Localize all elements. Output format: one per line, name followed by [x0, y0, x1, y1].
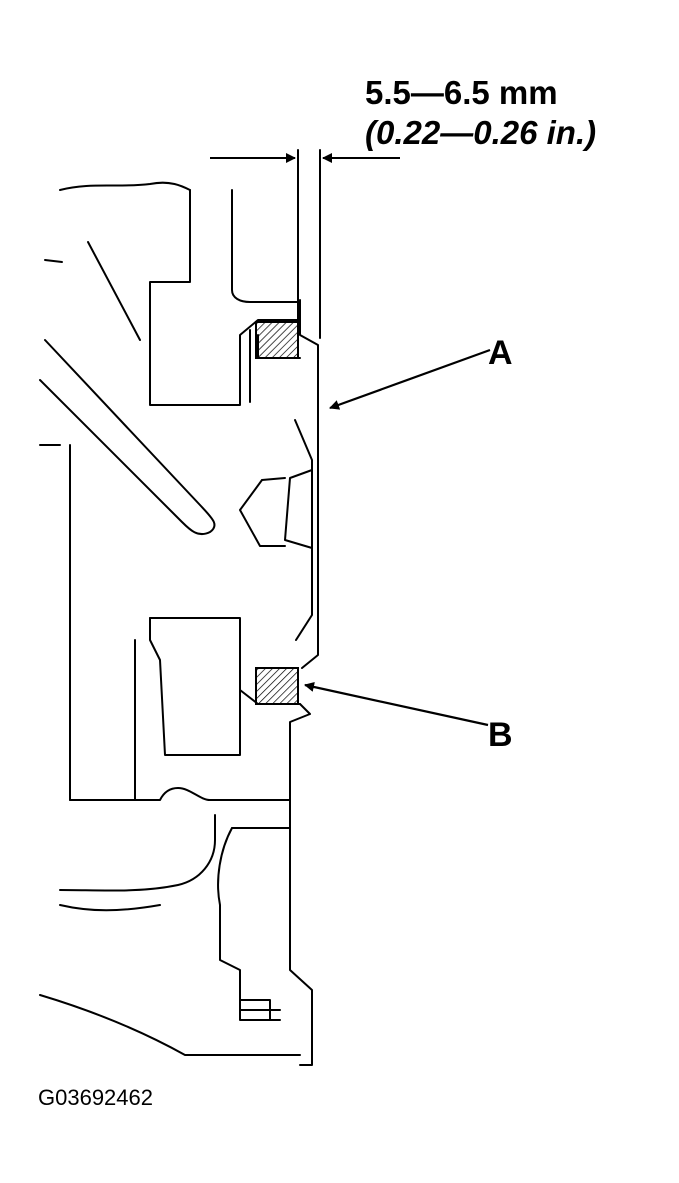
dimension-imperial-label: (0.22—0.26 in.): [365, 114, 597, 151]
dimension-metric-label: 5.5—6.5 mm: [365, 74, 558, 111]
housing-outline: [59, 181, 191, 191]
callout-a-label: A: [488, 334, 513, 372]
hub-a-outline: [299, 319, 319, 669]
leader-b-arrow: [304, 682, 489, 727]
figure-id-label: G03692462: [38, 1085, 153, 1110]
callout-b-label: B: [488, 716, 513, 754]
seal-top: [255, 321, 299, 359]
seal-b: [255, 667, 299, 705]
leader-a-arrow: [329, 348, 491, 410]
